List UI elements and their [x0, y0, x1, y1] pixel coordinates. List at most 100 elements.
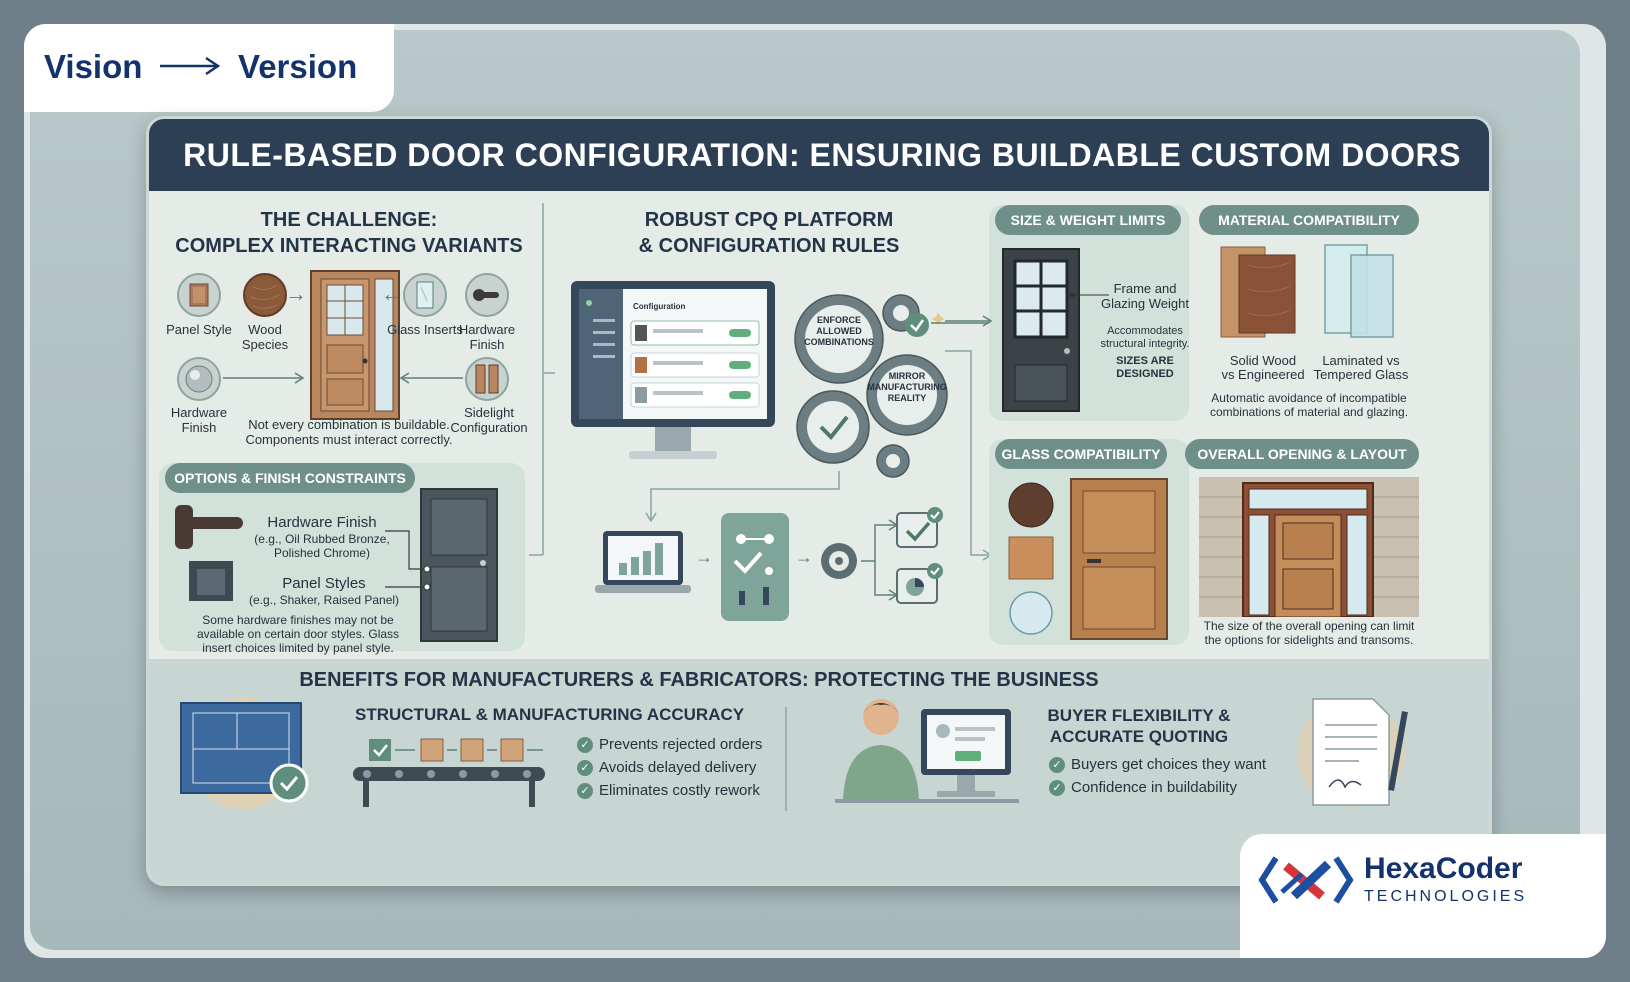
sizes-designed-1: SIZES ARE	[1116, 355, 1174, 367]
black-door-illustration	[1001, 247, 1081, 418]
options-note-1: Some hardware finishes may not be	[202, 613, 394, 627]
challenge-note-1: Not every combination is buildable.	[248, 417, 450, 432]
solid-wood-2: vs Engineered	[1221, 367, 1305, 382]
opening-note-2: the options for sidelights and transoms.	[1204, 633, 1414, 647]
door-illustration	[309, 269, 401, 426]
check-icon: ✓	[577, 760, 593, 777]
vision-version-tab	[24, 24, 394, 112]
challenge-note-2: Components must interact correctly.	[245, 432, 453, 447]
list-item: ✓Confidence in buildability	[1049, 776, 1289, 799]
list-item: ✓Prevents rejected orders	[577, 733, 777, 756]
infographic-board: RULE-BASED DOOR CONFIGURATION: ENSURING …	[146, 116, 1492, 886]
material-note-2: combinations of material and glazing.	[1209, 405, 1409, 419]
challenge-heading-1: THE CHALLENGE:	[260, 209, 438, 231]
buyer-heading: BUYER FLEXIBILITY & ACCURATE QUOTING	[1047, 706, 1231, 746]
wood-door-illustration	[1069, 477, 1169, 646]
sidelight-icon	[465, 357, 509, 406]
options-pill: OPTIONS & FINISH CONSTRAINTS	[165, 463, 415, 493]
wood-samples-icon	[1219, 241, 1309, 346]
hardware-finish-knob-icon	[177, 357, 221, 406]
blueprint-icon	[173, 693, 323, 818]
list-item: ✓Eliminates costly rework	[577, 779, 777, 802]
size-pill: SIZE & WEIGHT LIMITS	[995, 205, 1181, 235]
struct-heading: STRUCTURAL & MANUFACTURING ACCURACY	[355, 705, 745, 724]
panel-style-label: Panel Style	[166, 322, 232, 337]
laminated-2: Tempered Glass	[1313, 367, 1409, 382]
challenge-heading-2: COMPLEX INTERACTING VARIANTS	[175, 235, 523, 257]
cpq-heading-2: & CONFIGURATION RULES	[638, 235, 900, 257]
hardware-finish-icon	[465, 273, 509, 322]
approved-check-icon	[895, 505, 947, 556]
conveyor-icon	[349, 733, 549, 816]
material-pill: MATERIAL COMPATIBILITY	[1199, 205, 1419, 235]
cpq-heading-1: ROBUST CPQ PLATFORM	[644, 209, 894, 231]
page-title: RULE-BASED DOOR CONFIGURATION: ENSURING …	[149, 119, 1489, 191]
gear-enforce-text: ENFORCE ALLOWED COMBINATIONS	[804, 315, 874, 347]
divider	[785, 707, 787, 811]
arrow-icon: →	[795, 547, 813, 567]
wood-species-label: Wood Species	[241, 322, 289, 352]
logo-name: HexaCoder	[1364, 852, 1523, 885]
benefits-heading: BENEFITS FOR MANUFACTURERS & FABRICATORS…	[299, 669, 1099, 691]
glass-connector	[945, 349, 995, 574]
glass-pill: GLASS COMPATIBILITY	[995, 439, 1167, 469]
check-icon: ✓	[577, 783, 593, 800]
arrow-right-icon	[945, 313, 995, 334]
vision-label: Vision	[44, 48, 143, 85]
opening-note-1: The size of the overall opening can limi…	[1203, 619, 1415, 633]
sizes-designed-2: DESIGNED	[1116, 368, 1174, 380]
person-at-computer-icon	[825, 691, 1025, 816]
check-icon: ✓	[1049, 757, 1065, 774]
hardware-finish-bottom-label: Hardware Finish	[170, 405, 228, 435]
monitor-illustration	[569, 279, 779, 484]
struct-list: ✓Prevents rejected orders ✓Avoids delaye…	[577, 733, 777, 802]
label-leader-line	[1069, 285, 1109, 303]
logo-sub: TECHNOLOGIES	[1364, 888, 1528, 905]
solid-wood-1: Solid Wood	[1229, 353, 1297, 368]
panel-style-icon	[177, 273, 221, 322]
material-note-1: Automatic avoidance of incompatible	[1211, 391, 1407, 405]
finish-swatches-icon	[1007, 481, 1055, 642]
long-arrow-icon	[223, 371, 307, 389]
grey-door-illustration	[419, 487, 499, 648]
glass-inserts-icon	[403, 273, 447, 322]
sparkle-icon: ✦	[929, 307, 948, 332]
contract-document-icon	[1289, 691, 1419, 816]
panel-styles-sub: (e.g., Shaker, Raised Panel)	[248, 593, 400, 607]
wood-species-icon	[243, 273, 287, 322]
glass-inserts-label: Glass Inserts	[387, 322, 463, 337]
check-icon: ✓	[1049, 780, 1065, 797]
buyer-list: ✓Buyers get choices they want ✓Confidenc…	[1049, 753, 1289, 799]
rules-flow-icon	[719, 511, 791, 628]
gears-illustration	[789, 287, 959, 502]
frame-label-1: Frame and	[1113, 281, 1177, 296]
gear-mirror-text: MIRROR MANUFACTURING REALITY	[867, 371, 947, 403]
hw-finish-title: Hardware Finish	[267, 514, 377, 531]
hw-finish-sub-1: (e.g., Oil Rubbed Bronze,	[254, 532, 390, 546]
panel-styles-icon	[187, 559, 235, 608]
accommodates-2: structural integrity.	[1100, 338, 1190, 350]
arrow-icon: →	[285, 281, 307, 306]
approved-chart-icon	[895, 561, 947, 612]
long-arrow-left-icon	[399, 371, 463, 389]
laminated-1: Laminated vs	[1322, 353, 1400, 368]
connector-line	[385, 529, 435, 614]
check-icon: ✓	[577, 737, 593, 754]
arrow-icon: ←	[381, 281, 403, 306]
hexacoder-logo-icon	[1258, 852, 1354, 913]
arrow-right-icon	[160, 54, 222, 83]
accommodates-1: Accommodates	[1107, 325, 1183, 337]
opening-layout-illustration	[1199, 477, 1419, 622]
frame-label-2: Glazing Weight	[1101, 296, 1189, 311]
logo-box	[1240, 834, 1606, 958]
arrow-icon: →	[695, 547, 713, 567]
glass-panes-icon	[1321, 241, 1401, 346]
sidelight-label: Sidelight Configuration	[450, 405, 528, 435]
options-note-3: insert choices limited by panel style.	[202, 641, 394, 655]
screen-config-title: Configuration	[633, 302, 686, 311]
version-label: Version	[238, 48, 358, 85]
door-handle-icon	[173, 503, 247, 558]
list-item: ✓Buyers get choices they want	[1049, 753, 1289, 776]
hw-finish-sub-2: Polished Chrome)	[273, 546, 371, 560]
hardware-finish-top-label: Hardware Finish	[458, 322, 516, 352]
